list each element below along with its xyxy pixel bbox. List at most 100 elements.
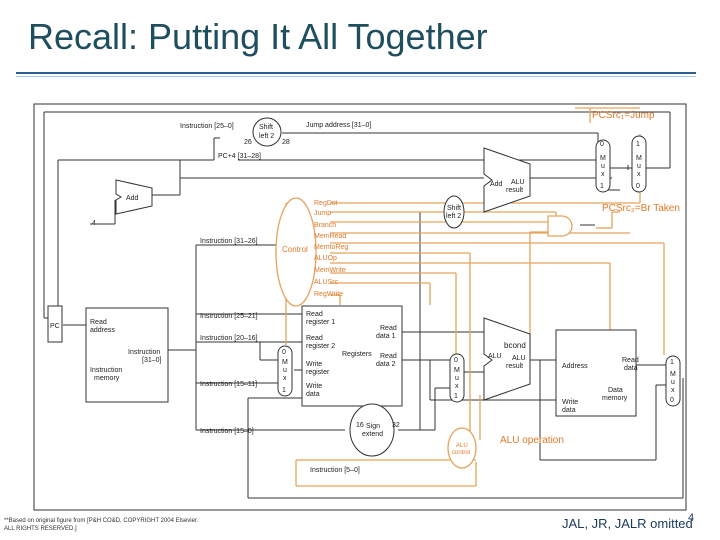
instr-5-0-label: Instruction [5–0] bbox=[310, 467, 360, 474]
mux-regdst-m: M bbox=[282, 359, 288, 366]
control-label: Control bbox=[282, 245, 308, 254]
sign-label-2: extend bbox=[362, 431, 383, 438]
alu-result-2: result bbox=[506, 363, 523, 370]
mux-regdst bbox=[277, 345, 293, 397]
pc4-label: PC+4 [31–28] bbox=[218, 153, 261, 160]
four-label: 4 bbox=[92, 220, 96, 227]
rd1-b: data 1 bbox=[376, 333, 396, 340]
bits-16: 16 bbox=[356, 422, 364, 429]
title-rule-shadow bbox=[16, 76, 696, 77]
slide-title: Recall: Putting It All Together bbox=[28, 16, 488, 57]
instr-20-16-label: Instruction [20–16] bbox=[200, 335, 258, 342]
mux-jump-u: u bbox=[637, 163, 641, 170]
control-unit bbox=[275, 197, 317, 307]
mux-alusrc bbox=[449, 353, 465, 403]
mux-alusrc-0: 0 bbox=[454, 357, 458, 364]
branch-alu-label: ALU bbox=[511, 179, 525, 186]
pc-adder bbox=[115, 179, 153, 215]
branch-result-label: result bbox=[506, 187, 523, 194]
main-alu bbox=[483, 317, 531, 401]
dmem-wd-1: Write bbox=[562, 399, 578, 406]
shift-left-2-branch bbox=[443, 195, 465, 229]
alu-result-1: ALU bbox=[512, 355, 526, 362]
shift2-label-2: left 2 bbox=[446, 213, 461, 220]
bits-28: 28 bbox=[282, 139, 290, 146]
alu-operation-annotation: ALU operation bbox=[500, 435, 564, 446]
add-label: Add bbox=[126, 195, 139, 202]
mux-memtoreg-x: x bbox=[671, 387, 675, 394]
mux-branch-x: x bbox=[601, 171, 605, 178]
rd2-b: data 2 bbox=[376, 361, 396, 368]
mux-memtoreg-u: u bbox=[671, 379, 675, 386]
title-rule bbox=[16, 72, 696, 74]
shift-left-2-top bbox=[252, 117, 282, 147]
alu-label: ALU bbox=[488, 353, 502, 360]
pc-label: PC bbox=[50, 323, 60, 330]
mux-branch-u: u bbox=[601, 163, 605, 170]
instr-25-21-label: Instruction [25–21] bbox=[200, 313, 258, 320]
mux-alusrc-x: x bbox=[455, 383, 459, 390]
mux-branch-m: M bbox=[600, 155, 606, 162]
mux-branch bbox=[595, 139, 611, 193]
mux-alusrc-m: M bbox=[454, 367, 460, 374]
imem-name-2: memory bbox=[94, 375, 120, 382]
alu-control bbox=[447, 427, 477, 469]
dmem-name-2: memory bbox=[602, 395, 628, 402]
pcsrc2-annotation: PCSrc₂=Br Taken bbox=[602, 203, 680, 214]
dmem-read-2: data bbox=[624, 365, 638, 372]
rd2-a: Read bbox=[380, 353, 397, 360]
control-signal-list: RegDst Jump Branch MemRead MemtoReg ALUO… bbox=[314, 200, 348, 298]
page-number: 4 bbox=[688, 512, 695, 524]
shift2-label-1: Shift bbox=[447, 205, 461, 212]
mux-memtoreg-1: 1 bbox=[670, 359, 674, 366]
data-memory bbox=[555, 329, 637, 417]
register-file bbox=[301, 305, 403, 407]
rr2-b: register 2 bbox=[306, 343, 335, 350]
mux-regdst-0: 0 bbox=[282, 349, 286, 356]
sig-alusrc: ALUSrc bbox=[314, 279, 339, 286]
mux-memtoreg-m: M bbox=[670, 371, 676, 378]
mux-memtoreg bbox=[665, 355, 681, 407]
instr-31-26-label: Instruction [31–26] bbox=[200, 238, 258, 245]
imem-instr: Instruction bbox=[128, 349, 160, 356]
imem-name-1: Instruction bbox=[90, 367, 122, 374]
instr-25-0-label: Instruction [25–0] bbox=[180, 123, 234, 130]
footnote-line-1: **Based on original figure from [P&H CO&… bbox=[4, 518, 199, 524]
alu-control-1: ALU bbox=[456, 443, 468, 449]
branch-adder bbox=[483, 147, 531, 213]
shift-label-2: left 2 bbox=[259, 133, 274, 140]
rr2-a: Read bbox=[306, 335, 323, 342]
sig-memread: MemRead bbox=[314, 233, 346, 240]
imem-read: Read bbox=[90, 319, 107, 326]
mux-alusrc-u: u bbox=[455, 375, 459, 382]
sig-memtoreg: MemtoReg bbox=[314, 244, 348, 251]
sig-branch: Branch bbox=[314, 222, 336, 229]
mux-regdst-u: u bbox=[283, 367, 287, 374]
mux-jump bbox=[631, 135, 647, 193]
bcond-annotation: bcond bbox=[504, 341, 526, 350]
bits-32: 32 bbox=[392, 422, 400, 429]
rr1-b: register 1 bbox=[306, 319, 335, 326]
footnote: **Based on original figure from [P&H CO&… bbox=[4, 517, 198, 533]
rr1-a: Read bbox=[306, 311, 323, 318]
rd1-a: Read bbox=[380, 325, 397, 332]
sig-aluop: ALUOp bbox=[314, 255, 337, 262]
wr-b: register bbox=[306, 369, 330, 376]
dmem-name-1: Data bbox=[608, 387, 623, 394]
sig-regwrite: RegWrite bbox=[314, 291, 343, 298]
sig-regdst: RegDst bbox=[314, 200, 337, 207]
instruction-memory bbox=[85, 307, 169, 403]
imem-address: address bbox=[90, 327, 115, 334]
mux-jump-m: M bbox=[636, 155, 642, 162]
sign-label-1: Sign bbox=[366, 423, 380, 430]
mux-memtoreg-0: 0 bbox=[670, 397, 674, 404]
mux-regdst-x: x bbox=[283, 375, 287, 382]
outer-frame bbox=[33, 103, 687, 511]
mux-branch-0: 0 bbox=[600, 141, 604, 148]
wd-a: Write bbox=[306, 383, 322, 390]
branch-add-label: Add bbox=[490, 181, 503, 188]
mux-branch-1: 1 bbox=[600, 183, 604, 190]
mux-regdst-1: 1 bbox=[282, 387, 286, 394]
bits-26: 26 bbox=[244, 139, 252, 146]
